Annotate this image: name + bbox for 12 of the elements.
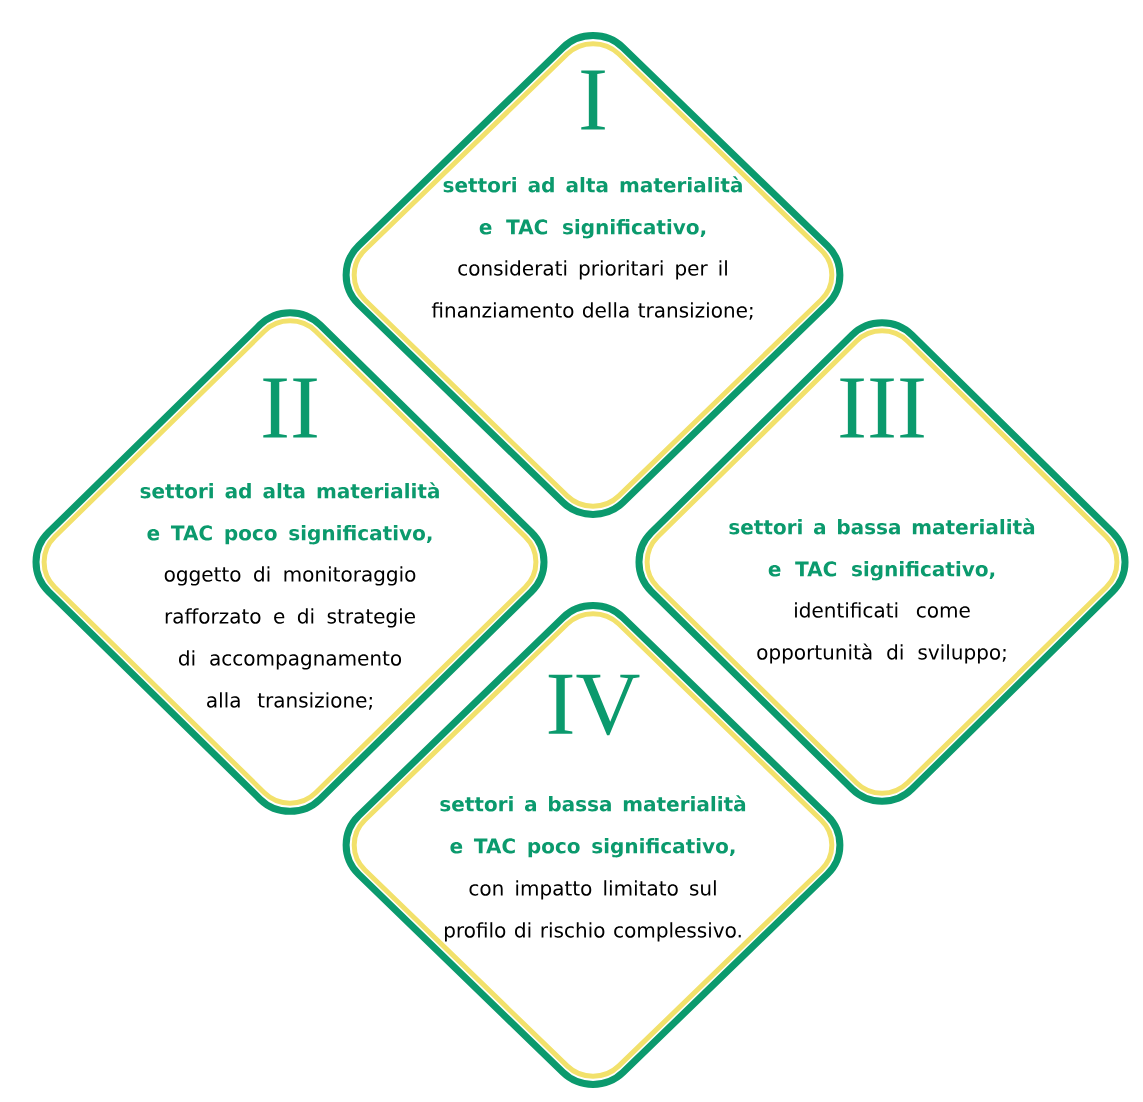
roman-numeral: IV [548, 674, 640, 736]
roman-numeral: I [581, 70, 605, 130]
roman-numeral: II [263, 378, 317, 438]
heading: settori a bassa materialità e TAC significativo, [729, 518, 1035, 581]
description: identificati come opportunità di sviluppo; [757, 602, 1006, 664]
heading: settori a bassa materialità e TAC poco significativo, [440, 795, 746, 858]
heading: settori ad alta materialità e TAC significativo, [443, 176, 742, 239]
description: oggetto di monitoraggio rafforzato e di strategie di accompagnamento alla transizione; [164, 566, 416, 710]
description: con impatto limitato sul profilo di rischio complessivo. [445, 880, 741, 942]
heading: settori ad alta materialità e TAC poco significativo, [140, 482, 439, 545]
description: considerati prioritari per il finanziamento della transizione; [431, 260, 753, 320]
roman-numeral: III [840, 378, 924, 438]
